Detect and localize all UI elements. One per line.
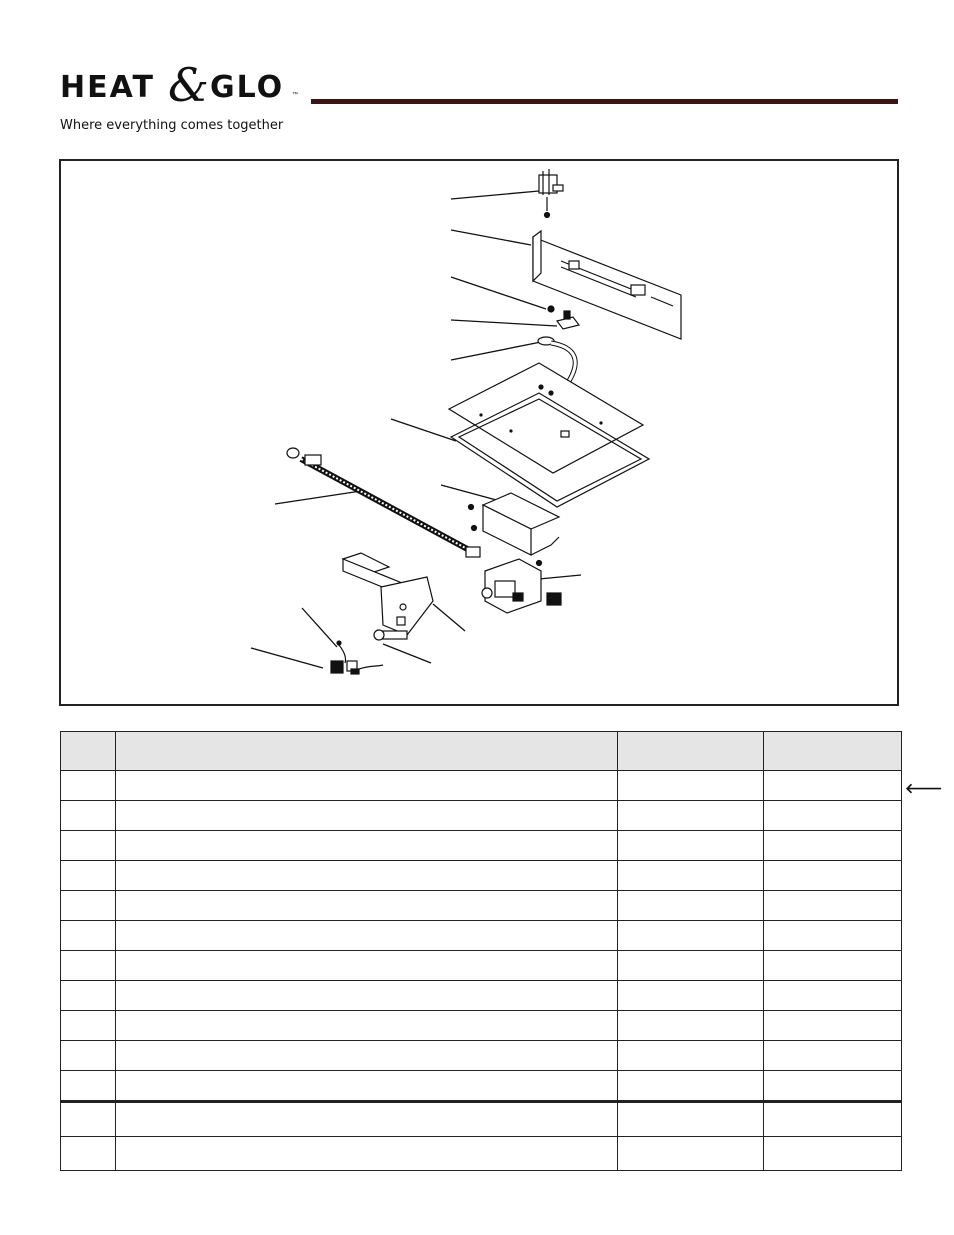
table-row	[59, 1070, 902, 1102]
table-cell	[59, 890, 117, 921]
table-cell	[763, 770, 902, 801]
logo-heat-text: HEAT	[60, 70, 155, 105]
table-cell	[763, 1010, 902, 1041]
table-cell	[115, 1010, 618, 1041]
table-row	[59, 860, 902, 891]
parts-diagram	[59, 159, 899, 706]
gasket-plate	[449, 392, 651, 508]
igniter	[330, 629, 408, 675]
burner-plate-top	[447, 362, 645, 474]
header-item	[59, 731, 117, 771]
table-cell	[616, 1040, 765, 1071]
table-cell	[763, 1100, 902, 1137]
parts-table	[59, 731, 902, 1171]
table-cell	[616, 1010, 765, 1041]
brand-tagline: Where everything comes together	[60, 118, 284, 133]
table-row	[59, 920, 902, 951]
flex-gas-line	[286, 447, 481, 558]
table-cell	[616, 1070, 765, 1102]
table-cell	[616, 1136, 765, 1171]
table-cell	[59, 770, 117, 801]
header-col-3	[616, 731, 765, 771]
table-cell	[59, 1040, 117, 1071]
table-cell	[616, 980, 765, 1011]
table-cell	[115, 1100, 618, 1137]
table-cell	[763, 980, 902, 1011]
table-row	[59, 950, 902, 981]
table-row	[59, 1136, 902, 1171]
table-cell	[59, 920, 117, 951]
table-row	[59, 1010, 902, 1041]
table-row	[59, 800, 902, 831]
table-cell	[616, 860, 765, 891]
clip-part	[555, 310, 581, 330]
elbow-tube	[537, 336, 578, 383]
table-cell	[115, 1040, 618, 1071]
table-row	[59, 890, 902, 921]
pilot-assembly	[538, 169, 564, 219]
logo-glo-text: GLO	[210, 70, 285, 105]
table-cell	[115, 830, 618, 861]
table-header-row	[59, 731, 902, 771]
table-cell	[115, 770, 618, 801]
table-cell	[763, 890, 902, 921]
logo-ampersand: &	[168, 58, 209, 112]
table-cell	[763, 950, 902, 981]
gas-valve	[481, 558, 562, 614]
table-cell	[115, 1070, 618, 1102]
table-cell	[59, 830, 117, 861]
table-cell	[763, 860, 902, 891]
table-cell	[115, 800, 618, 831]
table-cell	[763, 1070, 902, 1102]
table-cell	[115, 860, 618, 891]
table-cell	[616, 950, 765, 981]
table-row	[59, 830, 902, 861]
exploded-parts-diagram-icon	[250, 169, 682, 675]
bracket-plate	[532, 229, 682, 340]
table-cell	[59, 1100, 117, 1137]
logo-trademark: ™	[292, 92, 298, 98]
table-cell	[616, 920, 765, 951]
table-cell	[59, 800, 117, 831]
table-cell	[763, 800, 902, 831]
header-rule	[311, 99, 898, 104]
table-cell	[763, 1040, 902, 1071]
table-cell	[616, 830, 765, 861]
table-row	[59, 980, 902, 1011]
table-cell	[115, 980, 618, 1011]
table-cell	[115, 890, 618, 921]
table-cell	[59, 1070, 117, 1102]
table-row	[59, 770, 902, 801]
table-cell	[59, 980, 117, 1011]
header-col-4	[763, 731, 902, 771]
left-arrow-icon: 🡐	[905, 781, 943, 797]
valve-bracket	[467, 492, 561, 556]
l-bracket	[341, 552, 434, 636]
table-cell	[59, 950, 117, 981]
header-description	[115, 731, 618, 771]
table-row	[59, 1100, 902, 1137]
table-cell	[59, 1010, 117, 1041]
brand-logo: HEAT & GLO ™	[60, 60, 310, 110]
table-cell	[616, 770, 765, 801]
table-cell	[59, 860, 117, 891]
table-cell	[616, 1100, 765, 1137]
table-cell	[115, 920, 618, 951]
table-cell	[616, 890, 765, 921]
leader-lines	[250, 190, 582, 669]
table-cell	[115, 950, 618, 981]
table-cell	[115, 1136, 618, 1171]
table-row	[59, 1040, 902, 1071]
table-cell	[763, 1136, 902, 1171]
table-cell	[59, 1136, 117, 1171]
table-cell	[616, 800, 765, 831]
table-cell	[763, 920, 902, 951]
table-cell	[763, 830, 902, 861]
